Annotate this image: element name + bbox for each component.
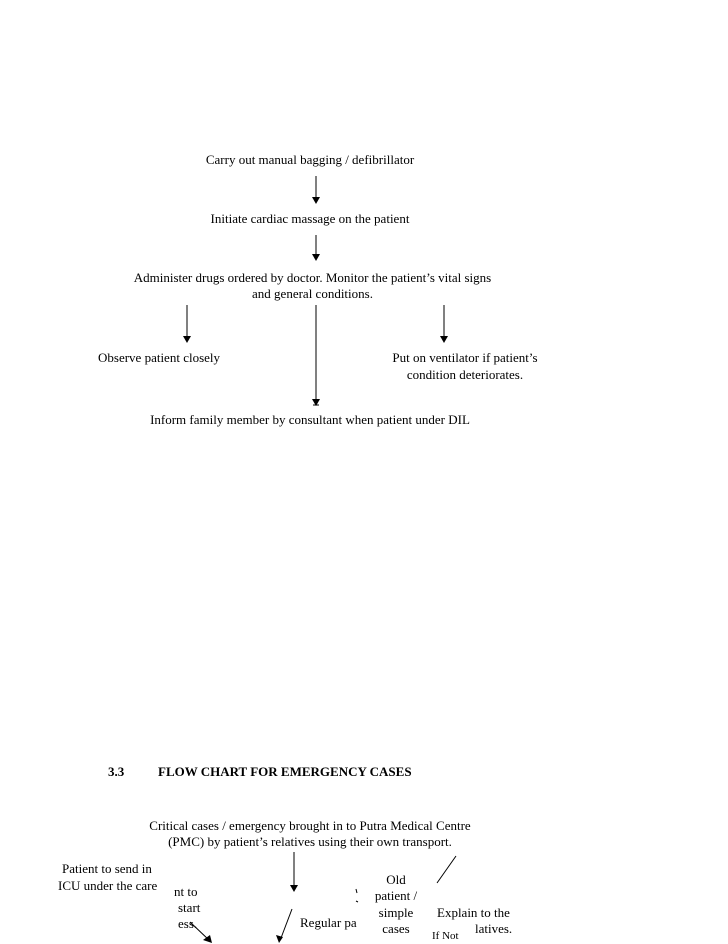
explain-relatives-line2: latives. xyxy=(475,921,513,936)
if-not-label: If Not xyxy=(432,930,459,942)
branch-ventilator-line2: condition deteriorates. xyxy=(406,367,524,382)
step-administer-drugs-line1: Administer drugs ordered by doctor. Moni… xyxy=(133,270,492,285)
tick-old-patient xyxy=(355,888,359,903)
arrow-to-inform-family xyxy=(312,305,320,406)
arrow-to-regular-patient xyxy=(290,852,298,892)
old-patient-line2: patient / xyxy=(374,888,418,903)
arrow-step1-step2 xyxy=(312,176,320,204)
partial-text-a1: nt to xyxy=(174,884,198,899)
section-number: 3.3 xyxy=(108,764,125,779)
explain-relatives-line1: Explain to the xyxy=(437,905,510,920)
icu-box-cutoff-mask xyxy=(60,896,170,900)
partial-text-a3: ess. xyxy=(178,916,198,931)
emergency-start-line2: (PMC) by patient’s relatives using their… xyxy=(168,834,452,849)
arrow-left-diagonal xyxy=(189,921,212,943)
step-manual-bagging: Carry out manual bagging / defibrillator xyxy=(205,152,415,167)
old-patient-line1: Old xyxy=(386,872,406,887)
icu-box-line2: ICU under the care xyxy=(58,878,158,893)
arrow-to-observe xyxy=(183,305,191,343)
step-administer-drugs-line2: and general conditions. xyxy=(252,286,373,301)
old-patient-line4: cases xyxy=(382,921,410,936)
arrow-step2-step3 xyxy=(312,235,320,261)
step-inform-family: Inform family member by consultant when … xyxy=(150,412,470,427)
step-cardiac-massage: Initiate cardiac massage on the patient xyxy=(210,211,410,226)
arrow-to-ventilator xyxy=(440,305,448,343)
emergency-start-line1: Critical cases / emergency brought in to… xyxy=(149,818,471,833)
partial-text-a2: start xyxy=(178,900,201,915)
line-to-explain-relatives xyxy=(436,855,457,884)
branch-ventilator-line1: Put on ventilator if patient’s xyxy=(392,350,538,365)
icu-box-line1: Patient to send in xyxy=(62,861,152,876)
regular-patient-partial: Regular pa xyxy=(300,915,357,930)
old-patient-line3: simple xyxy=(378,905,414,920)
branch-observe-patient: Observe patient closely xyxy=(98,350,221,365)
arrow-center-diagonal xyxy=(276,908,293,943)
section-title: FLOW CHART FOR EMERGENCY CASES xyxy=(158,764,412,779)
